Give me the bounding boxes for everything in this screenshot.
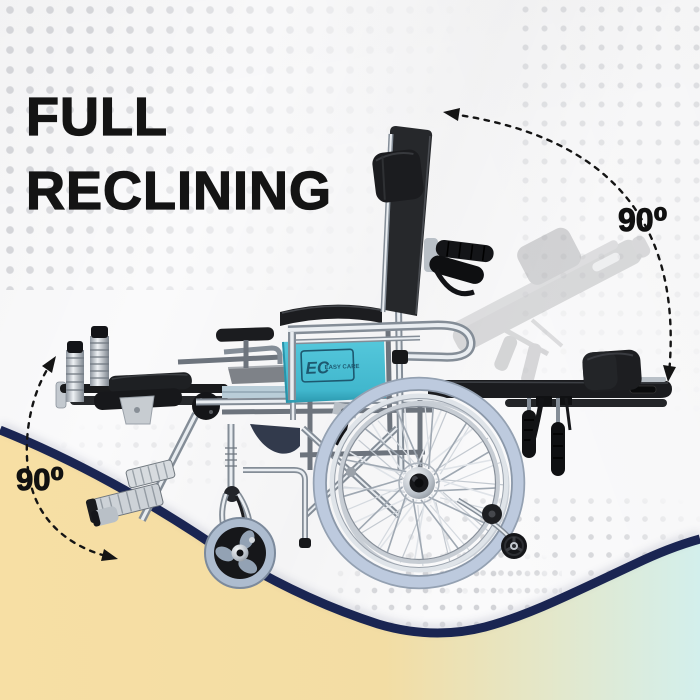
arrowhead-left-icon xyxy=(443,108,460,121)
backrest-arc-arrow xyxy=(443,108,676,382)
handrim xyxy=(329,393,509,573)
product-title: FULL RECLINING xyxy=(25,80,332,228)
title-line-1: FULL xyxy=(25,86,168,147)
brand-monogram: EC xyxy=(305,358,330,378)
wave-fill xyxy=(0,430,700,700)
anti-tip-wheel xyxy=(501,533,527,559)
far-armrest-pad xyxy=(216,327,275,342)
push-handle-grip-upper xyxy=(435,239,494,263)
headrest-pad xyxy=(372,149,424,203)
footplate-roller xyxy=(91,506,119,527)
reclined-push-handle-grip xyxy=(551,422,565,476)
legrest-pad-upper xyxy=(107,372,192,393)
arrowhead-down-icon xyxy=(663,365,676,382)
front-caster-wheel xyxy=(204,517,276,589)
legrest-knob-left xyxy=(66,341,84,402)
rim xyxy=(338,402,500,564)
rear-wheel-far-spokes xyxy=(343,405,505,567)
backrest-angle-label: 90⁰ xyxy=(618,202,669,238)
ghost-reclined-backrest xyxy=(452,227,651,385)
push-handle-grip-lower xyxy=(429,255,484,284)
seat-back-panel xyxy=(282,338,386,403)
tire-outer-edge xyxy=(312,376,526,590)
reclined-backrest-platform xyxy=(428,349,672,476)
reclined-push-handle-grip xyxy=(522,410,536,458)
legrest-angle-label: 90⁰ xyxy=(15,462,65,497)
rear-wheel xyxy=(312,376,526,590)
armrest-pad xyxy=(280,304,382,326)
reclined-headrest-pad xyxy=(582,349,642,393)
recline-release-lever xyxy=(433,268,475,297)
anti-tip-assembly xyxy=(456,497,527,559)
footplate-upper xyxy=(125,459,176,489)
legrest-knob-right xyxy=(90,326,109,386)
title-line-2: RECLINING xyxy=(25,160,332,221)
arrowhead-up-icon xyxy=(42,356,56,373)
seat-back-assembly: EC EASY CARE xyxy=(280,126,494,403)
elevated-legrest xyxy=(55,326,228,527)
tire xyxy=(314,378,524,588)
brand-name: EASY CARE xyxy=(325,364,360,371)
arrowhead-right-icon xyxy=(101,549,118,561)
front-caster xyxy=(204,486,276,589)
seat-sling xyxy=(250,424,300,454)
rear-wheel-spokes xyxy=(341,406,497,562)
brand-logo: EC EASY CARE xyxy=(300,348,360,383)
legrest-arc-arrow xyxy=(25,356,118,561)
